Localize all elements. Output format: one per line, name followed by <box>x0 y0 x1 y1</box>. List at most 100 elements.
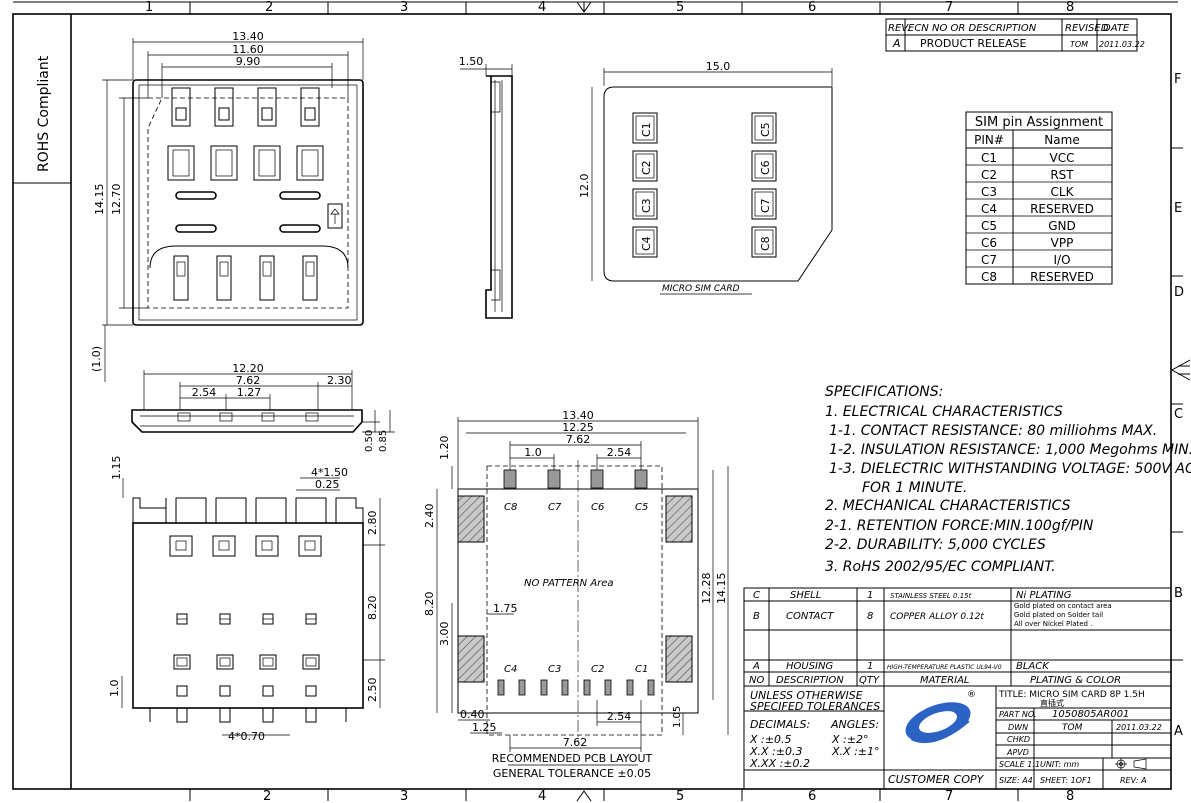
rev-row-rev: A <box>892 37 901 50</box>
projection-symbol-icon <box>1115 758 1147 770</box>
dim-pcb-13-40: 13.40 <box>562 409 594 422</box>
rev-header-revised: REVISED <box>1065 23 1109 34</box>
zone-bottom-7: 7 <box>945 789 953 803</box>
zone-top-6: 6 <box>808 0 816 15</box>
chkd-label: CHKD <box>1007 735 1030 744</box>
sim-contact-c8: C8 <box>759 236 772 251</box>
bom-c-plating: Ni PLATING <box>1016 590 1072 601</box>
dim-top-13-40: 13.40 <box>232 30 264 43</box>
dim-bottom-0-25: 0.25 <box>315 478 340 491</box>
zone-top-5: 5 <box>676 0 684 15</box>
zone-numbers-bottom: 2 3 4 5 6 7 8 <box>263 789 1074 803</box>
unit-label: UNIT: mm <box>1040 760 1079 769</box>
dim-pcb-1-20: 1.20 <box>438 436 451 461</box>
part-no: 1050805AR001 <box>1052 709 1129 720</box>
tol-decimals: DECIMALS: <box>750 718 810 731</box>
company-logo: ® <box>905 690 976 744</box>
dim-top-14-15: 14.15 <box>93 184 106 216</box>
sim-pin-c7-name: I/O <box>1053 253 1070 267</box>
bom-a-no: A <box>752 661 760 672</box>
zone-c: C <box>1174 407 1183 422</box>
zone-top-3: 3 <box>400 0 408 15</box>
rohs-compliant-label: ROHS Compliant <box>36 55 52 172</box>
dim-pcb-7-62: 7.62 <box>566 433 591 446</box>
zone-numbers-top: 1 2 3 4 5 6 7 8 <box>145 0 1074 15</box>
dwn-name: TOM <box>1062 723 1083 733</box>
spec-line-7: 2-1. RETENTION FORCE:MIN.100gf/PIN <box>825 518 1094 534</box>
sim-pin-c5-name: GND <box>1048 219 1076 233</box>
rev-header-rev: REV. <box>888 23 910 34</box>
micro-sim-label: MICRO SIM CARD <box>662 284 740 294</box>
tol-axx: X.X :±1° <box>831 745 880 758</box>
pcb-label-c3: C3 <box>548 664 561 675</box>
sim-pin-table: SIM pin Assignment PIN# Name C1 VCC C2 R… <box>965 111 1113 285</box>
pcb-tolerance: GENERAL TOLERANCE ±0.05 <box>493 767 651 780</box>
sim-pin-c6-name: VPP <box>1051 236 1074 250</box>
dim-bottom-4x0-70: 4*0.70 <box>228 730 265 743</box>
dim-pcb-12-25: 12.25 <box>562 421 594 434</box>
bom-header-qty: QTY <box>859 675 880 686</box>
zone-bottom-5: 5 <box>676 789 684 803</box>
size-label: SIZE: A4 <box>999 776 1033 785</box>
pcb-layout-title: RECOMMENDED PCB LAYOUT <box>492 752 653 765</box>
bom-header-plating: PLATING & COLOR <box>1030 675 1121 686</box>
dim-pcb-12-28: 12.28 <box>700 573 713 605</box>
top-view: 13.40 11.60 9.90 14.15 12.70 (1.0) <box>90 30 364 382</box>
spec-line-5: FOR 1 MINUTE. <box>862 480 967 496</box>
zone-d: D <box>1174 285 1184 300</box>
bom-b-desc: CONTACT <box>786 611 834 622</box>
sim-pin-c2-name: RST <box>1050 168 1074 182</box>
tol-ax: X :±2° <box>831 733 868 746</box>
dim-bottom-2-80: 2.80 <box>366 511 379 536</box>
sim-contact-c2: C2 <box>640 160 653 175</box>
bom-a-plating: BLACK <box>1016 661 1050 672</box>
pcb-label-c1: C1 <box>635 664 648 675</box>
sim-header-pin: PIN# <box>974 133 1004 147</box>
dim-pcb-1-75: 1.75 <box>493 602 518 615</box>
dim-pcb-2-54: 2.54 <box>607 446 632 459</box>
sim-pin-c8-name: RESERVED <box>1030 270 1094 284</box>
dim-bottom-1-15: 1.15 <box>110 456 123 481</box>
revision-table: REV. ECN NO OR DESCRIPTION REVISED DATE … <box>885 18 1145 52</box>
sim-contact-c1: C1 <box>640 122 653 137</box>
pcb-label-c6: C6 <box>591 502 604 513</box>
top-view-contacts-top <box>167 87 324 181</box>
dim-pcb-1-25: 1.25 <box>472 721 497 734</box>
bom-a-material: HIGH-TEMPERATURE PLASTIC UL94-V0 <box>887 664 1002 671</box>
dim-top-9-90: 9.90 <box>236 55 261 68</box>
sim-header-name: Name <box>1044 133 1079 147</box>
sim-contact-c6: C6 <box>759 160 772 175</box>
spec-line-8: 2-2. DURABILITY: 5,000 CYCLES <box>825 537 1046 553</box>
bom-b-no: B <box>753 611 760 622</box>
dim-pcb-3-00: 3.00 <box>438 622 451 647</box>
scale-label: SCALE 1:1 <box>999 760 1040 769</box>
pcb-no-pattern: NO PATTERN Area <box>524 578 614 589</box>
logo-registered-mark: ® <box>967 690 976 700</box>
micro-sim-card: 15.0 12.0 C1 C2 C3 C4 C5 C6 C7 C8 MICRO … <box>578 60 833 295</box>
pcb-label-c7: C7 <box>548 502 562 513</box>
dim-sim-15-0: 15.0 <box>706 60 731 73</box>
sim-contact-c4: C4 <box>640 236 653 251</box>
bom-header-row: NO DESCRIPTION QTY MATERIAL PLATING & CO… <box>743 671 1172 687</box>
sim-pin-c2: C2 <box>981 168 997 182</box>
dim-pcb-b-7-62: 7.62 <box>563 736 588 749</box>
dwn-date: 2011.03.22 <box>1116 723 1162 732</box>
rev-header-desc: ECN NO OR DESCRIPTION <box>908 23 1037 34</box>
sim-pin-c1-name: VCC <box>1050 151 1075 165</box>
bom-b-material: COPPER ALLOY 0.12t <box>890 612 984 622</box>
sim-contact-c5: C5 <box>759 122 772 137</box>
sim-pin-c4-name: RESERVED <box>1030 202 1094 216</box>
sim-pin-c6: C6 <box>981 236 997 250</box>
pcb-label-c8: C8 <box>504 502 517 513</box>
rev-row-desc: PRODUCT RELEASE <box>920 37 1027 50</box>
dim-pcb-14-15: 14.15 <box>715 573 728 605</box>
zone-bottom-3: 3 <box>400 789 408 803</box>
bom-header-desc: DESCRIPTION <box>776 675 844 686</box>
bom-table: C SHELL 1 STAINLESS STEEL 0.15t Ni PLATI… <box>743 587 1172 673</box>
zone-bottom-6: 6 <box>808 789 816 803</box>
zone-bottom-8: 8 <box>1066 789 1074 803</box>
specifications: SPECIFICATIONS: 1. ELECTRICAL CHARACTERI… <box>825 384 1191 575</box>
bom-header-no: NO <box>749 675 764 686</box>
dim-front-2-30: 2.30 <box>327 374 352 387</box>
dim-pcb-8-20: 8.20 <box>423 592 436 617</box>
